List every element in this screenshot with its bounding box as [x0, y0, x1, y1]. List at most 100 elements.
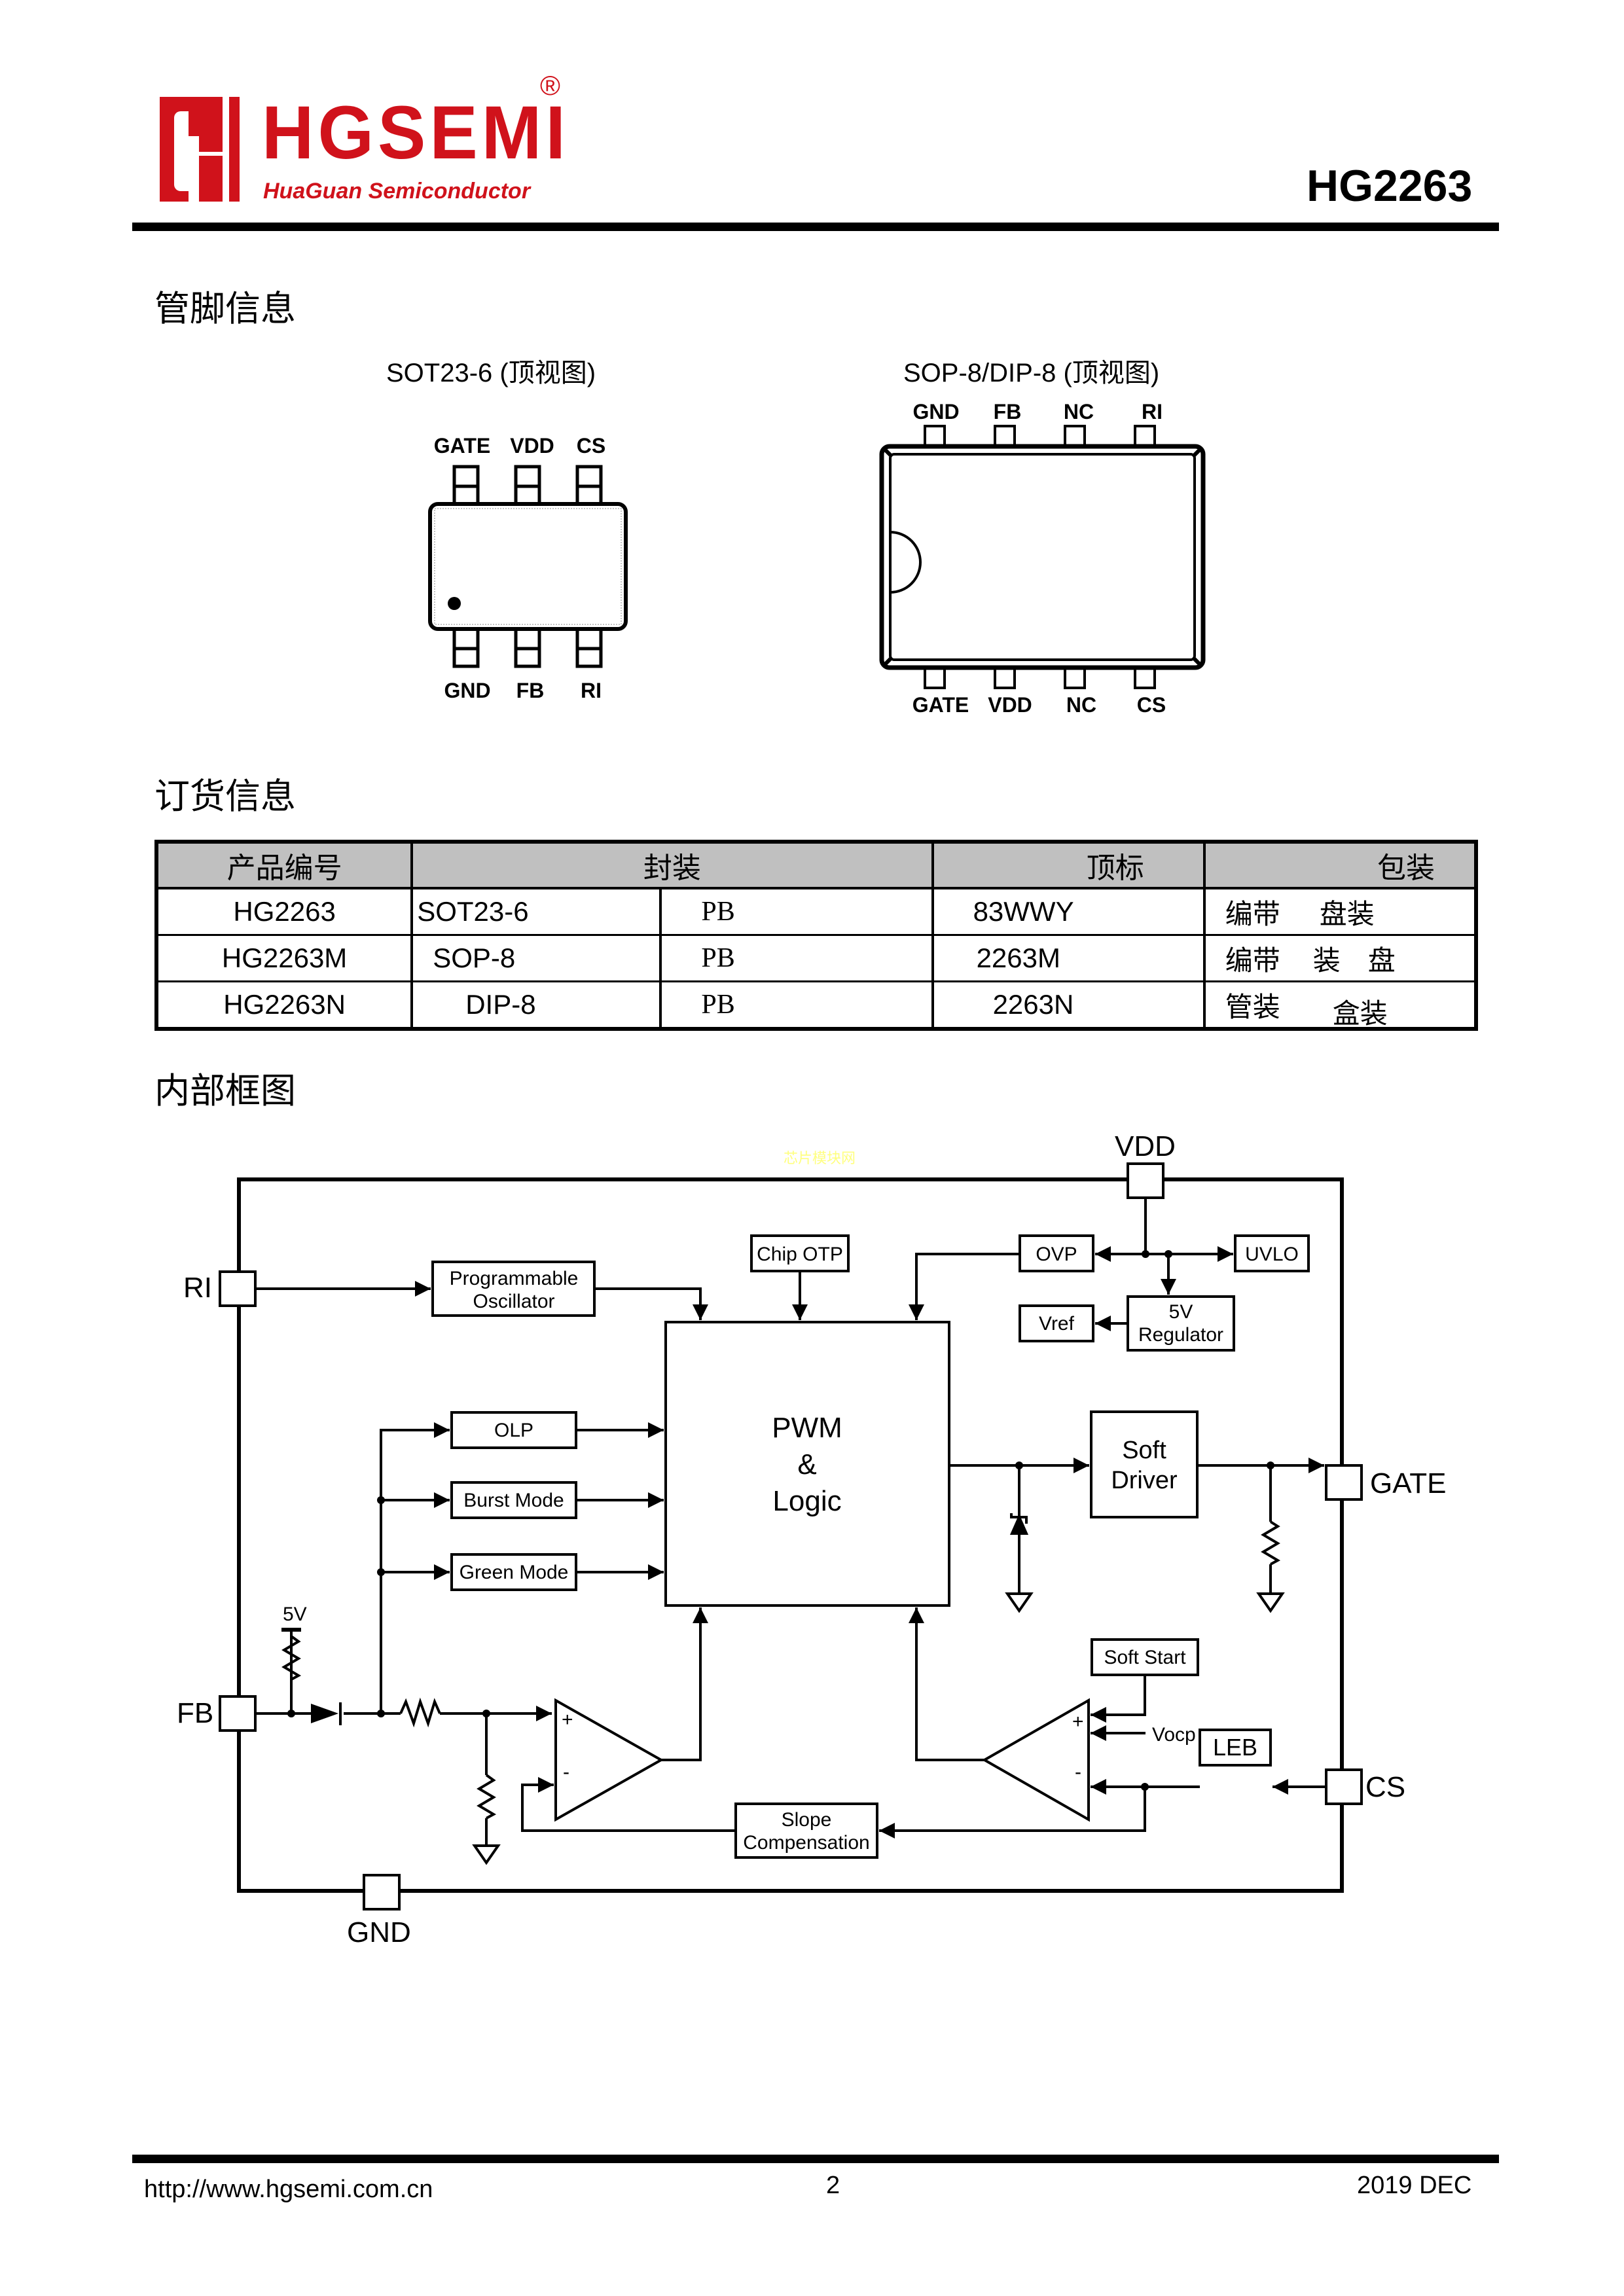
cell-package: SOP-8 [410, 935, 662, 982]
cell-part: HG2263M [154, 935, 414, 982]
burst-mode-label: Burst Mode [463, 1490, 564, 1511]
olp-block [450, 1411, 577, 1449]
pin-cs [1325, 1768, 1363, 1805]
ground-icon [472, 1592, 1285, 1865]
comparator-minus: - [1075, 1761, 1081, 1783]
cell-lead: PB [659, 888, 934, 936]
fb-5v-label: 5V [283, 1604, 307, 1625]
cell-part: HG2263N [154, 981, 414, 1030]
sop8-bottom-pin-label: CS [1137, 693, 1166, 717]
chip-otp-block [750, 1234, 850, 1272]
sop8-top-pin-label: RI [1142, 400, 1163, 423]
cell-packing: 管装盒装 [1202, 981, 1478, 1030]
footer-date: 2019 DEC [1357, 2172, 1472, 2199]
sop8-top-pin-label: GND [912, 400, 959, 423]
logo-subtitle: HuaGuan Semiconductor [263, 179, 531, 204]
regulator-block [1127, 1295, 1235, 1352]
resistor-icon [281, 1635, 302, 1681]
pwm-logic-block [664, 1321, 950, 1607]
package-diagrams: GATE VDD CS GND FB RI GND FB NC RI GAT [428, 400, 1206, 717]
block-diagram-title: 内部框图 [154, 1070, 296, 1111]
cell-marking: 2263N [931, 981, 1206, 1030]
pin-vdd [1127, 1162, 1164, 1199]
pin-info-title: 管脚信息 [154, 288, 296, 329]
header-package: 封装 [410, 840, 934, 889]
vocp-label: Vocp [1152, 1724, 1196, 1746]
vref-label: Vref [1039, 1313, 1075, 1335]
pin-label-cs: CS [1365, 1771, 1405, 1803]
sot23-top-pin-label: CS [577, 434, 605, 457]
sot23-bottom-pin-label: FB [516, 679, 545, 702]
pin-gate [1325, 1464, 1363, 1501]
cell-part: HG2263 [154, 888, 414, 936]
chip-otp-label: Chip OTP [757, 1244, 843, 1265]
pin1-dot-icon [448, 597, 461, 610]
sot23-pin-labels: GATE VDD CS GND FB RI [434, 434, 605, 702]
sot23-top-pin-label: VDD [510, 434, 554, 457]
company-logo: HGSEMI HuaGuan Semiconductor ® [157, 72, 569, 206]
leb-label: LEB [1213, 1734, 1257, 1761]
resistor-icon [1261, 1520, 1281, 1566]
pin-label-gate: GATE [1370, 1467, 1447, 1499]
notch-icon [890, 531, 922, 594]
sot23-top-pin-label: GATE [434, 434, 491, 457]
table-row: HG2263M SOP-8 PB 2263M 编带装 盘 [154, 935, 1478, 982]
soft-driver-block [1090, 1410, 1199, 1518]
uvlo-label: UVLO [1245, 1244, 1299, 1265]
olp-label: OLP [494, 1420, 533, 1441]
watermark: 芯片模块网 [784, 1151, 856, 1167]
header-marking: 顶标 [931, 840, 1206, 889]
pin-label-ri: RI [183, 1272, 212, 1304]
table-row: HG2263 SOT23-6 PB 83WWY 编带盘装 [154, 888, 1478, 936]
slope-label: Slope [782, 1809, 832, 1831]
cell-marking: 83WWY [931, 888, 1206, 936]
comparator-plus: + [1072, 1711, 1084, 1732]
sot23-bottom-pin-label: GND [444, 679, 490, 702]
resistor-icon [399, 1697, 441, 1728]
zener-diode-icon [1009, 1513, 1029, 1535]
header-part: 产品编号 [154, 840, 414, 889]
pin-gnd [363, 1874, 401, 1910]
registered-mark-icon: ® [540, 70, 560, 101]
green-mode-block [450, 1553, 577, 1591]
table-row: HG2263N DIP-8 PB 2263N 管装盒装 [154, 981, 1478, 1030]
cell-marking: 2263M [931, 935, 1206, 982]
cell-lead: PB [659, 981, 934, 1030]
vref-block [1019, 1304, 1094, 1342]
sop8-pin-labels: GND FB NC RI GATE VDD NC CS [912, 400, 1166, 717]
resistor-icon [477, 1774, 497, 1820]
soft-driver-label: Soft [1122, 1437, 1166, 1464]
logo-brand: HGSEMI [262, 90, 569, 175]
green-mode-label: Green Mode [460, 1562, 569, 1583]
footer-url[interactable]: http://www.hgsemi.com.cn [144, 2176, 433, 2203]
pwm-label: PWM [772, 1412, 842, 1444]
header-packing: 包装 [1202, 840, 1478, 889]
cell-package: DIP-8 [410, 981, 662, 1030]
sop8-bottom-pin-label: NC [1066, 693, 1096, 717]
burst-mode-block [450, 1481, 577, 1519]
sot23-package [428, 465, 628, 668]
diode-icon [311, 1702, 342, 1725]
cs-comparator [981, 1698, 1090, 1822]
pwm-label: & [797, 1448, 816, 1480]
pin-label-vdd: VDD [1115, 1130, 1176, 1162]
pin-label-gnd: GND [347, 1916, 411, 1948]
sot23-label: SOT23-6 (顶视图) [386, 359, 596, 387]
cell-package: SOT23-6 [410, 888, 662, 936]
cell-packing: 编带装 盘 [1202, 935, 1478, 982]
uvlo-block [1234, 1234, 1310, 1272]
chip-outline [237, 1177, 1344, 1893]
pin-ri [219, 1270, 257, 1307]
slope-compensation-block [734, 1803, 878, 1859]
regulator-label: 5V [1169, 1301, 1193, 1323]
ovp-block [1019, 1234, 1094, 1272]
sop8-top-pin-label: FB [994, 400, 1022, 423]
pwm-label: Logic [772, 1485, 841, 1517]
cell-packing: 编带盘装 [1202, 888, 1478, 936]
comparator-minus: - [563, 1761, 569, 1783]
sop8-bottom-pin-label: GATE [912, 693, 969, 717]
part-number-title: HG2263 [1307, 161, 1473, 211]
sop8-package [879, 425, 1206, 689]
soft-start-label: Soft Start [1104, 1647, 1186, 1668]
sop8-bottom-pin-label: VDD [988, 693, 1032, 717]
